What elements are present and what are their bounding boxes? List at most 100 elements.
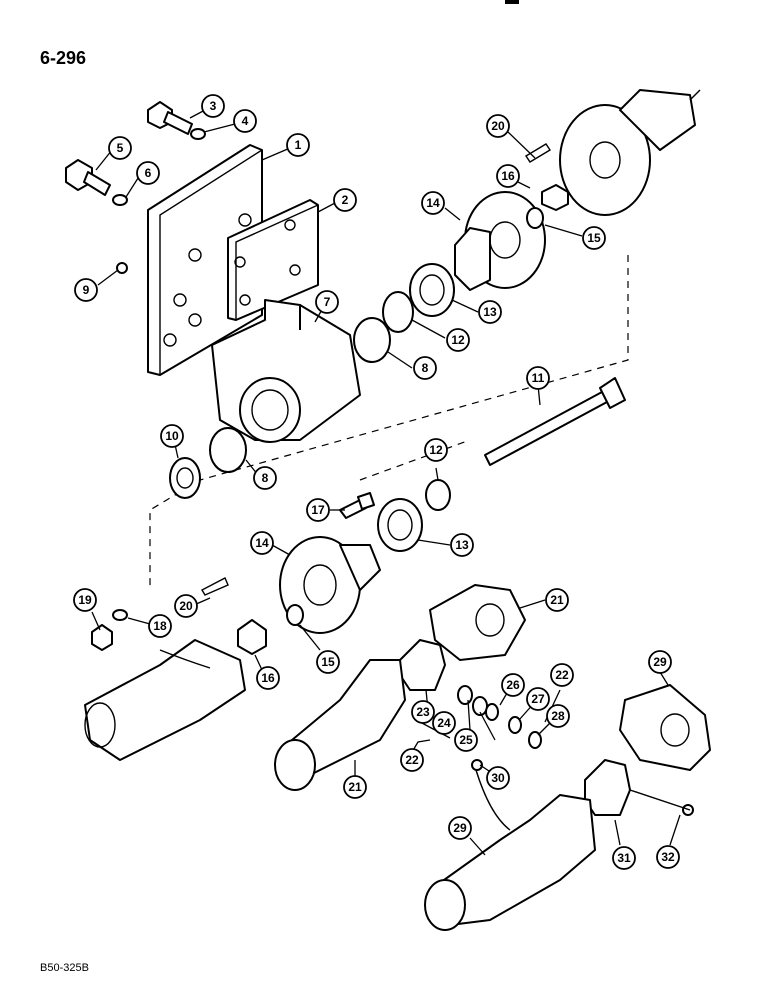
washer-15-lower (286, 604, 304, 626)
callout-9: 9 (74, 278, 98, 302)
callout-11: 11 (526, 366, 550, 390)
washer-4 (190, 128, 206, 140)
bolt-17 (339, 492, 375, 519)
callout-18: 18 (148, 614, 172, 638)
cup-8-lower (209, 427, 247, 473)
callout-32: 32 (656, 845, 680, 869)
callout-5: 5 (108, 136, 132, 160)
callout-7: 7 (315, 290, 339, 314)
yoke-assembly-left (84, 639, 246, 761)
svg-text:25: 25 (459, 733, 473, 747)
svg-text:11: 11 (532, 371, 545, 385)
svg-text:6: 6 (145, 166, 152, 180)
page-number: 6-296 (40, 48, 87, 68)
hub-14-upper (454, 191, 546, 291)
callout-19: 19 (73, 588, 97, 612)
svg-text:24: 24 (437, 716, 451, 730)
svg-text:32: 32 (661, 850, 675, 864)
grease-fitting-9 (116, 262, 128, 274)
shaft-yoke-21-lower (274, 659, 406, 791)
cross-31 (584, 759, 631, 816)
ring-27 (508, 716, 522, 734)
svg-text:12: 12 (429, 443, 443, 457)
plate-2 (227, 199, 319, 321)
svg-text:3: 3 (210, 99, 217, 113)
callout-2: 2 (333, 188, 357, 212)
ring-26 (485, 703, 499, 721)
cross-23 (399, 639, 446, 691)
callout-16-upper: 16 (496, 164, 520, 188)
svg-text:14: 14 (255, 536, 269, 550)
callout-12-upper: 12 (446, 328, 470, 352)
flange-yoke-upper (559, 89, 701, 216)
bolt-5 (65, 159, 111, 196)
bolt-3 (147, 101, 193, 135)
svg-text:4: 4 (242, 114, 249, 128)
callout-4: 4 (233, 109, 257, 133)
pin-20-lower (201, 577, 229, 596)
callout-26: 26 (501, 673, 525, 697)
callout-14-upper: 14 (421, 191, 445, 215)
svg-text:9: 9 (83, 283, 90, 297)
svg-text:21: 21 (348, 780, 362, 794)
svg-text:28: 28 (551, 709, 565, 723)
nut-16-lower (237, 619, 267, 655)
washer-15-upper (526, 207, 544, 229)
svg-text:1: 1 (295, 138, 302, 152)
nut-19 (91, 624, 113, 651)
assembly-line (359, 439, 471, 481)
svg-text:16: 16 (501, 169, 515, 183)
callout-1: 1 (286, 133, 310, 157)
bearing-10 (169, 457, 201, 499)
callout-24: 24 (432, 711, 456, 735)
callout-27: 27 (526, 687, 550, 711)
pin-20-upper (525, 143, 551, 163)
svg-text:23: 23 (416, 705, 430, 719)
svg-text:19: 19 (78, 593, 92, 607)
cup-13-lower (377, 498, 423, 552)
callout-12-lower: 12 (424, 438, 448, 462)
washer-6 (112, 194, 128, 206)
svg-text:13: 13 (483, 305, 497, 319)
callout-31: 31 (612, 846, 636, 870)
svg-text:29: 29 (653, 655, 667, 669)
svg-text:31: 31 (617, 851, 631, 865)
svg-text:20: 20 (179, 599, 193, 613)
svg-text:30: 30 (491, 771, 505, 785)
callout-22-upper: 22 (550, 663, 574, 687)
svg-text:22: 22 (555, 668, 569, 682)
callout-29-upper: 29 (648, 650, 672, 674)
cup-13-upper (409, 263, 455, 317)
callout-21-upper: 21 (545, 588, 569, 612)
callout-13-lower: 13 (450, 533, 474, 557)
callout-3: 3 (201, 94, 225, 118)
washer-18 (112, 609, 128, 621)
svg-text:15: 15 (321, 655, 335, 669)
housing-7 (211, 299, 361, 443)
svg-text:20: 20 (491, 119, 505, 133)
svg-text:7: 7 (324, 295, 331, 309)
bearing-12-lower (425, 479, 451, 511)
svg-text:21: 21 (550, 593, 564, 607)
svg-text:29: 29 (453, 821, 467, 835)
svg-text:17: 17 (311, 503, 325, 517)
callout-22-lower: 22 (400, 748, 424, 772)
yoke-29-upper (619, 684, 711, 771)
svg-text:8: 8 (422, 361, 429, 375)
shaft-11 (484, 377, 626, 466)
callout-25: 25 (454, 728, 478, 752)
svg-text:22: 22 (405, 753, 419, 767)
callout-28: 28 (546, 704, 570, 728)
nut-16-upper (541, 184, 569, 211)
callout-14-lower: 14 (250, 531, 274, 555)
svg-text:8: 8 (262, 471, 269, 485)
callout-23: 23 (411, 700, 435, 724)
callout-16-lower: 16 (256, 666, 280, 690)
drawing-code: B50-325B (40, 962, 89, 974)
callout-8-lower: 8 (253, 466, 277, 490)
svg-text:26: 26 (506, 678, 520, 692)
shaft-yoke-29-lower (424, 794, 596, 931)
svg-text:5: 5 (117, 141, 124, 155)
svg-text:14: 14 (426, 196, 440, 210)
